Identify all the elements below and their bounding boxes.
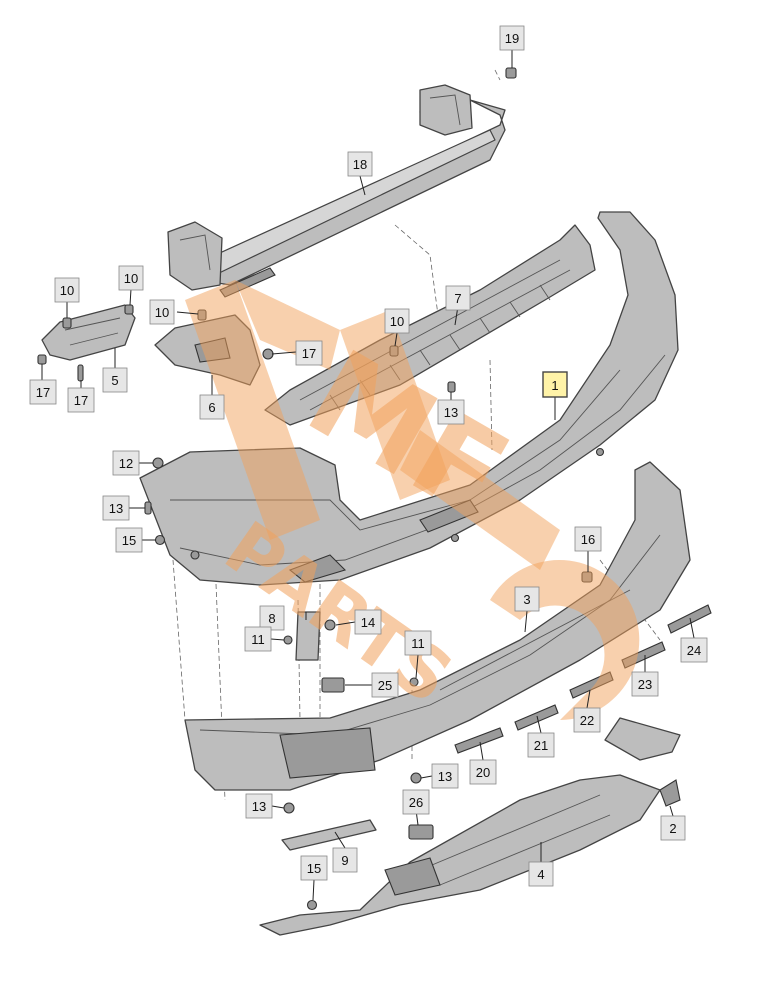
callout-15b-label: 15 (307, 861, 321, 876)
callout-14: 14 (354, 609, 382, 635)
callout-13d-label: 13 (252, 799, 266, 814)
callout-19-label: 19 (505, 31, 519, 46)
callout-7-label: 7 (454, 291, 461, 306)
callout-12: 12 (112, 450, 140, 476)
callout-10a: 10 (54, 277, 80, 303)
reinforcement-beam (167, 84, 506, 298)
callout-5-label: 5 (111, 373, 118, 388)
callout-17c-label: 17 (302, 346, 316, 361)
callout-16-label: 16 (581, 532, 595, 547)
trim-strip (281, 819, 377, 851)
callout-6: 6 (199, 394, 225, 420)
callout-13c: 13 (431, 763, 459, 789)
callout-17b-label: 17 (74, 393, 88, 408)
callout-5: 5 (102, 367, 128, 393)
callout-3: 3 (514, 586, 540, 612)
callout-8-label: 8 (268, 611, 275, 626)
callout-15b: 15 (300, 855, 328, 881)
callout-11b: 11 (404, 630, 432, 656)
reflector-strips (454, 604, 712, 754)
side-bracket-left (41, 304, 136, 361)
callout-13d: 13 (245, 793, 273, 819)
callout-1: 1 (542, 371, 568, 398)
callout-20-label: 20 (476, 765, 490, 780)
callout-22: 22 (573, 707, 601, 733)
callout-25-label: 25 (378, 678, 392, 693)
callout-10c-label: 10 (155, 305, 169, 320)
callout-12-label: 12 (119, 456, 133, 471)
callout-17a-label: 17 (36, 385, 50, 400)
callout-24-label: 24 (687, 643, 701, 658)
callout-13a-label: 13 (444, 405, 458, 420)
callout-26: 26 (402, 789, 430, 815)
callout-9: 9 (332, 847, 358, 873)
callout-22-label: 22 (580, 713, 594, 728)
callout-10d: 10 (384, 308, 410, 334)
callout-21-label: 21 (534, 738, 548, 753)
side-trim-right (604, 717, 681, 807)
callout-13a: 13 (437, 399, 465, 425)
callout-23-label: 23 (638, 677, 652, 692)
callout-10a-label: 10 (60, 283, 74, 298)
callout-18: 18 (347, 151, 373, 177)
callout-2: 2 (660, 815, 686, 841)
callout-16: 16 (574, 526, 602, 552)
callout-11a: 11 (244, 626, 272, 652)
callout-17a: 17 (29, 379, 57, 405)
fasteners (37, 304, 593, 911)
callout-13b-label: 13 (109, 501, 123, 516)
callout-10b-label: 10 (124, 271, 138, 286)
callout-23: 23 (631, 671, 659, 697)
callout-13b: 13 (102, 495, 130, 521)
callout-4: 4 (528, 861, 554, 887)
callout-2-label: 2 (669, 821, 676, 836)
callout-19: 19 (499, 25, 525, 51)
callout-15a-label: 15 (122, 533, 136, 548)
callout-8: 8 (259, 605, 285, 631)
callout-24: 24 (680, 637, 708, 663)
callout-14-label: 14 (361, 615, 375, 630)
callout-4-label: 4 (537, 867, 544, 882)
callout-10b: 10 (118, 265, 144, 291)
callout-11b-label: 11 (411, 636, 425, 651)
callout-17c: 17 (295, 340, 323, 366)
callout-10c: 10 (149, 299, 175, 325)
callout-labels: 19 18 10 10 10 10 7 17 17 17 5 6 13 1 12… (29, 25, 708, 887)
callout-13c-label: 13 (438, 769, 452, 784)
callout-3-label: 3 (523, 592, 530, 607)
callout-7: 7 (445, 285, 471, 311)
callout-15a: 15 (115, 527, 143, 553)
diffuser (259, 774, 661, 936)
callout-17b: 17 (67, 387, 95, 413)
callout-6-label: 6 (208, 400, 215, 415)
callout-10d-label: 10 (390, 314, 404, 329)
callout-1-label: 1 (551, 378, 558, 393)
bolt-19 (505, 67, 517, 79)
callout-9-label: 9 (341, 853, 348, 868)
callout-25: 25 (371, 672, 399, 698)
callout-21: 21 (527, 732, 555, 758)
callout-18-label: 18 (353, 157, 367, 172)
callout-11a-label: 11 (251, 632, 265, 647)
callout-20: 20 (469, 759, 497, 785)
callout-26-label: 26 (409, 795, 423, 810)
leader-lines (41, 50, 695, 901)
